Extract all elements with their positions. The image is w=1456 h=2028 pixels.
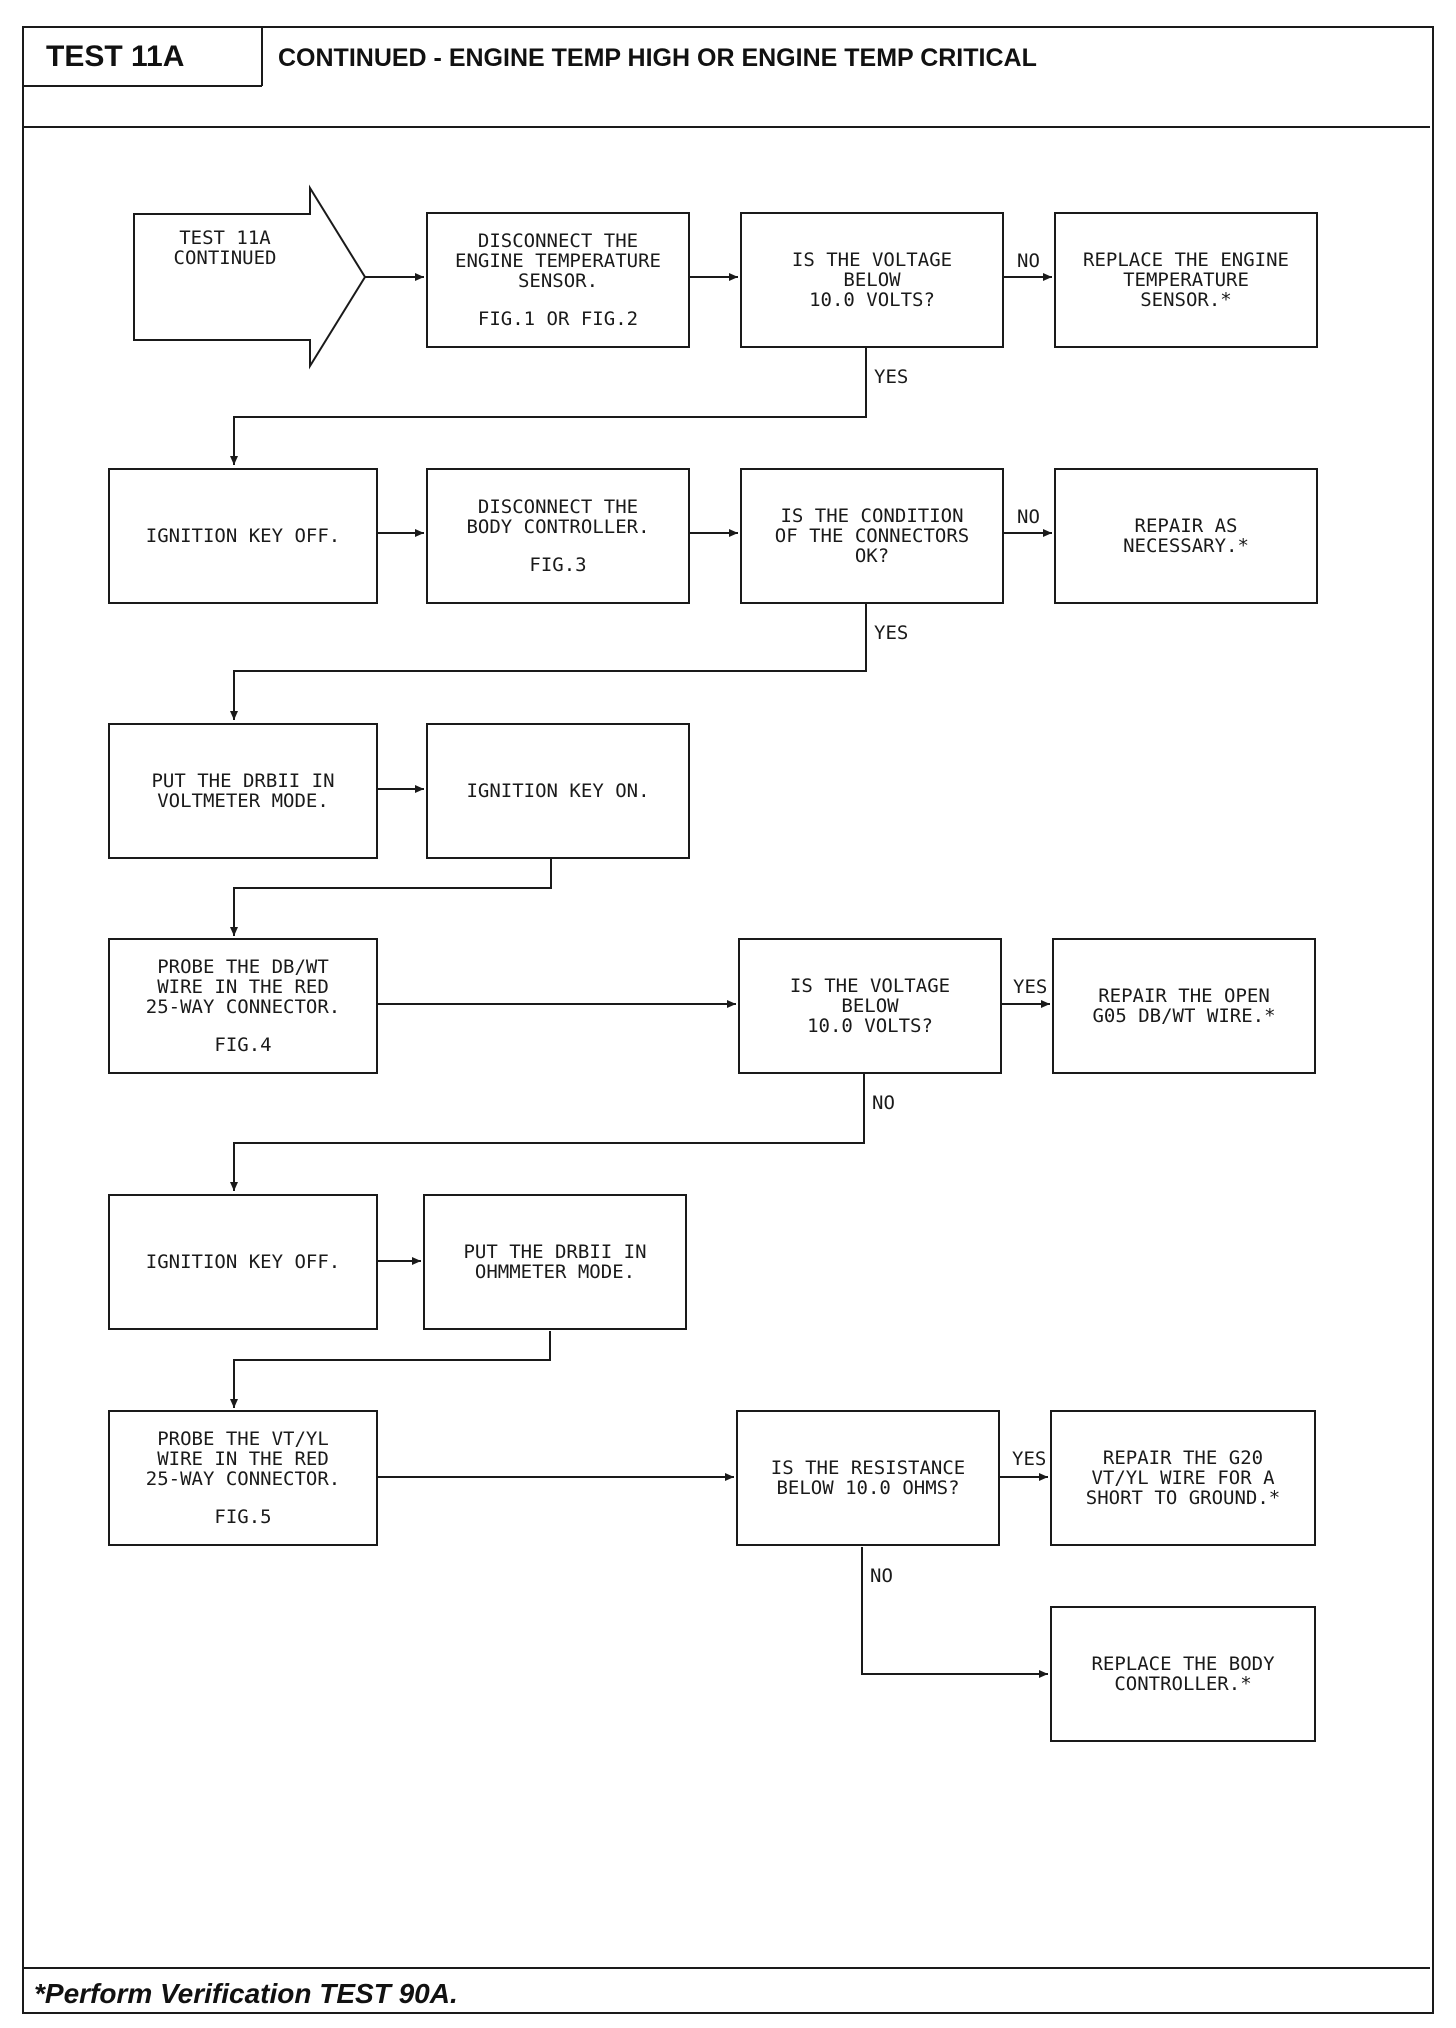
probe-dbwt-text: PROBE THE DB/WT WIRE IN THE RED 25-WAY C… — [145, 956, 341, 1018]
voltmeter-mode-text: PUT THE DRBII IN VOLTMETER MODE. — [151, 770, 335, 812]
replace-sensor-box: REPLACE THE ENGINE TEMPERATURE SENSOR.* — [1054, 212, 1318, 348]
voltmeter-mode-box: PUT THE DRBII IN VOLTMETER MODE. — [108, 723, 378, 859]
start-arrow-shape — [133, 184, 367, 370]
disconnect-body-box: DISCONNECT THE BODY CONTROLLER. FIG.3 — [426, 468, 690, 604]
row1-no-label: NO — [1017, 250, 1040, 272]
row2-no-label: NO — [1017, 506, 1040, 528]
start-label-line2: CONTINUED — [173, 247, 277, 269]
row4-no-label: NO — [872, 1092, 895, 1114]
probe-vtyl-fig: FIG.5 — [214, 1506, 272, 1528]
footer-note: *Perform Verification TEST 90A. — [34, 1978, 458, 2009]
disconnect-sensor-box: DISCONNECT THE ENGINE TEMPERATURE SENSOR… — [426, 212, 690, 348]
ignition-off-box-1: IGNITION KEY OFF. — [108, 468, 378, 604]
disconnect-sensor-fig: FIG.1 OR FIG.2 — [477, 308, 639, 330]
test-id: TEST 11A — [46, 40, 185, 73]
row6-yes-label: YES — [1012, 1448, 1047, 1470]
voltage-question-text-2: IS THE VOLTAGE BELOW 10.0 VOLTS? — [789, 975, 951, 1037]
replace-sensor-text: REPLACE THE ENGINE TEMPERATURE SENSOR.* — [1083, 249, 1289, 311]
start-label-line1: TEST 11A — [179, 227, 271, 249]
repair-text: REPAIR AS NECESSARY.* — [1123, 515, 1249, 557]
ignition-on-text: IGNITION KEY ON. — [466, 780, 650, 802]
repair-short-text: REPAIR THE G20 VT/YL WIRE FOR A SHORT TO… — [1085, 1447, 1281, 1509]
resistance-question-box: IS THE RESISTANCE BELOW 10.0 OHMS? — [736, 1410, 1000, 1546]
repair-short-box: REPAIR THE G20 VT/YL WIRE FOR A SHORT TO… — [1050, 1410, 1316, 1546]
voltage-question-box-2: IS THE VOLTAGE BELOW 10.0 VOLTS? — [738, 938, 1002, 1074]
repair-box: REPAIR AS NECESSARY.* — [1054, 468, 1318, 604]
row6-no-label: NO — [870, 1565, 893, 1587]
probe-dbwt-box: PROBE THE DB/WT WIRE IN THE RED 25-WAY C… — [108, 938, 378, 1074]
replace-body-box: REPLACE THE BODY CONTROLLER.* — [1050, 1606, 1316, 1742]
disconnect-body-fig: FIG.3 — [529, 554, 587, 576]
row2-yes-label: YES — [874, 622, 909, 644]
connectors-question-text: IS THE CONDITION OF THE CONNECTORS OK? — [774, 505, 970, 567]
probe-vtyl-box: PROBE THE VT/YL WIRE IN THE RED 25-WAY C… — [108, 1410, 378, 1546]
probe-vtyl-text: PROBE THE VT/YL WIRE IN THE RED 25-WAY C… — [145, 1428, 341, 1490]
connectors-question-box: IS THE CONDITION OF THE CONNECTORS OK? — [740, 468, 1004, 604]
voltage-question-text-1: IS THE VOLTAGE BELOW 10.0 VOLTS? — [791, 249, 953, 311]
voltage-question-box-1: IS THE VOLTAGE BELOW 10.0 VOLTS? — [740, 212, 1004, 348]
ohmmeter-mode-text: PUT THE DRBII IN OHMMETER MODE. — [463, 1241, 647, 1283]
repair-open-box: REPAIR THE OPEN G05 DB/WT WIRE.* — [1052, 938, 1316, 1074]
disconnect-body-text: DISCONNECT THE BODY CONTROLLER. — [466, 496, 650, 538]
row4-yes-label: YES — [1013, 976, 1048, 998]
replace-body-text: REPLACE THE BODY CONTROLLER.* — [1091, 1653, 1275, 1695]
ignition-on-box: IGNITION KEY ON. — [426, 723, 690, 859]
ignition-off-text-1: IGNITION KEY OFF. — [145, 525, 341, 547]
page-title: CONTINUED - ENGINE TEMP HIGH OR ENGINE T… — [278, 44, 1037, 72]
disconnect-sensor-text: DISCONNECT THE ENGINE TEMPERATURE SENSOR… — [455, 230, 661, 292]
resistance-question-text: IS THE RESISTANCE BELOW 10.0 OHMS? — [770, 1457, 966, 1499]
start-label: TEST 11A CONTINUED — [140, 228, 310, 268]
ignition-off-box-2: IGNITION KEY OFF. — [108, 1194, 378, 1330]
probe-dbwt-fig: FIG.4 — [214, 1034, 272, 1056]
row1-yes-label: YES — [874, 366, 909, 388]
ignition-off-text-2: IGNITION KEY OFF. — [145, 1251, 341, 1273]
ohmmeter-mode-box: PUT THE DRBII IN OHMMETER MODE. — [423, 1194, 687, 1330]
repair-open-text: REPAIR THE OPEN G05 DB/WT WIRE.* — [1092, 985, 1276, 1027]
